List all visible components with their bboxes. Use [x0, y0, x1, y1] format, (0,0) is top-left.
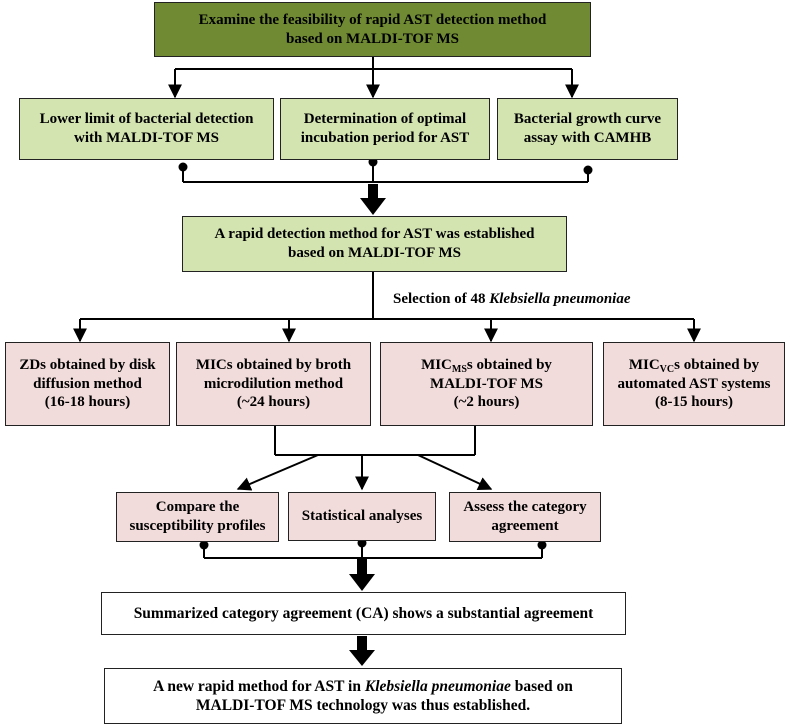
mic-ms-line-1: MICMSs obtained by	[421, 356, 552, 375]
mic-ms-sub: MS	[451, 363, 467, 375]
endpoint-dot	[537, 540, 547, 550]
selection-prefix: Selection of 48	[393, 291, 490, 307]
conclusion-line-2: MALDI-TOF MS technology was thus establi…	[195, 697, 531, 714]
growth-curve-line-1: Bacterial growth curve	[513, 111, 662, 128]
summary-box: Summarized category agreement (CA) shows…	[101, 592, 626, 635]
mic-ms-line-3: (~2 hours)	[453, 394, 520, 411]
selection-species: Klebsiella pneumoniae	[489, 291, 631, 307]
conclusion-species: Klebsiella pneumoniae	[364, 677, 511, 695]
mic-broth-box: MICs obtained by broth microdilution met…	[176, 342, 371, 426]
mic-vc-sub: VC	[659, 363, 675, 375]
growth-curve-box: Bacterial growth curve assay with CAMHB	[497, 98, 678, 160]
assess-line-2: agreement	[491, 518, 559, 534]
endpoint-dot	[199, 540, 209, 550]
conclusion-pre: A new rapid method for AST in	[153, 677, 365, 695]
summary-text: Summarized category agreement (CA) shows…	[133, 604, 594, 622]
arrow-to-assess	[417, 454, 493, 491]
feasibility-goal-box: Examine the feasibility of rapid AST det…	[154, 2, 591, 57]
mic-broth-line-2: microdilution method	[203, 375, 344, 392]
growth-curve-line-2: assay with CAMHB	[523, 130, 652, 146]
conclusion-post: based on	[510, 677, 573, 695]
mic-vc-pre: MIC	[628, 356, 660, 373]
mic-vc-line-1: MICVCs obtained by	[629, 356, 759, 375]
mic-vc-line-3: (8-15 hours)	[655, 394, 733, 411]
lower-limit-box: Lower limit of bacterial detection with …	[19, 98, 274, 160]
statistical-analyses-box: Statistical analyses	[288, 492, 436, 541]
arrow-to-compare	[236, 454, 319, 491]
endpoint-dot	[178, 162, 188, 172]
mic-ms-line-2: MALDI-TOF MS	[430, 375, 543, 392]
endpoint-dot	[583, 165, 593, 175]
mic-ms-pre: MIC	[421, 356, 452, 373]
zd-line-2: diffusion method	[33, 375, 142, 392]
established-line-1: A rapid detection method for AST was est…	[214, 226, 535, 243]
thick-arrow-shaft-1	[368, 184, 378, 198]
zd-disk-diffusion-box: ZDs obtained by disk diffusion method (1…	[5, 342, 170, 426]
goal-line-1: Examine the feasibility of rapid AST det…	[198, 11, 547, 28]
method-established-box: A rapid detection method for AST was est…	[182, 216, 567, 272]
thick-arrow-head-1	[360, 198, 386, 215]
statistical-line-1: Statistical analyses	[301, 508, 423, 525]
lower-limit-line-2: with MALDI-TOF MS	[73, 130, 219, 146]
incubation-line-2: incubation period for AST	[300, 130, 470, 146]
thick-arrow-head-3	[349, 650, 375, 666]
conclusion-line-1: A new rapid method for AST in Klebsiella…	[153, 677, 573, 696]
incubation-line-1: Determination of optimal	[303, 111, 467, 128]
mic-vc-post: s obtained by	[674, 356, 760, 373]
zd-line-3: (16-18 hours)	[44, 394, 131, 411]
mic-ms-box: MICMSs obtained by MALDI-TOF MS (~2 hour…	[380, 342, 593, 426]
compare-line-1: Compare the	[155, 499, 240, 516]
conclusion-box: A new rapid method for AST in Klebsiella…	[104, 668, 622, 724]
mic-vc-line-2: automated AST systems	[617, 375, 771, 392]
assess-agreement-box: Assess the category agreement	[449, 492, 601, 542]
incubation-period-box: Determination of optimal incubation peri…	[280, 98, 490, 160]
zd-line-1: ZDs obtained by disk	[19, 356, 156, 373]
mic-broth-line-3: (~24 hours)	[236, 394, 311, 411]
compare-profiles-box: Compare the susceptibility profiles	[116, 492, 279, 542]
selection-label: Selection of 48 Klebsiella pneumoniae	[393, 291, 631, 308]
established-line-2: based on MALDI-TOF MS	[288, 245, 461, 261]
lower-limit-line-1: Lower limit of bacterial detection	[39, 111, 254, 128]
thick-arrow-shaft-2	[357, 559, 367, 574]
goal-line-2: based on MALDI-TOF MS	[286, 30, 459, 47]
mic-broth-line-1: MICs obtained by broth	[195, 356, 352, 373]
mic-ms-post: s obtained by	[466, 356, 552, 373]
thick-arrow-head-2	[349, 574, 375, 591]
assess-line-1: Assess the category	[463, 499, 587, 516]
thick-arrow-shaft-3	[357, 636, 367, 650]
compare-line-2: susceptibility profiles	[129, 518, 266, 534]
mic-vc-box: MICVCs obtained by automated AST systems…	[603, 342, 785, 426]
